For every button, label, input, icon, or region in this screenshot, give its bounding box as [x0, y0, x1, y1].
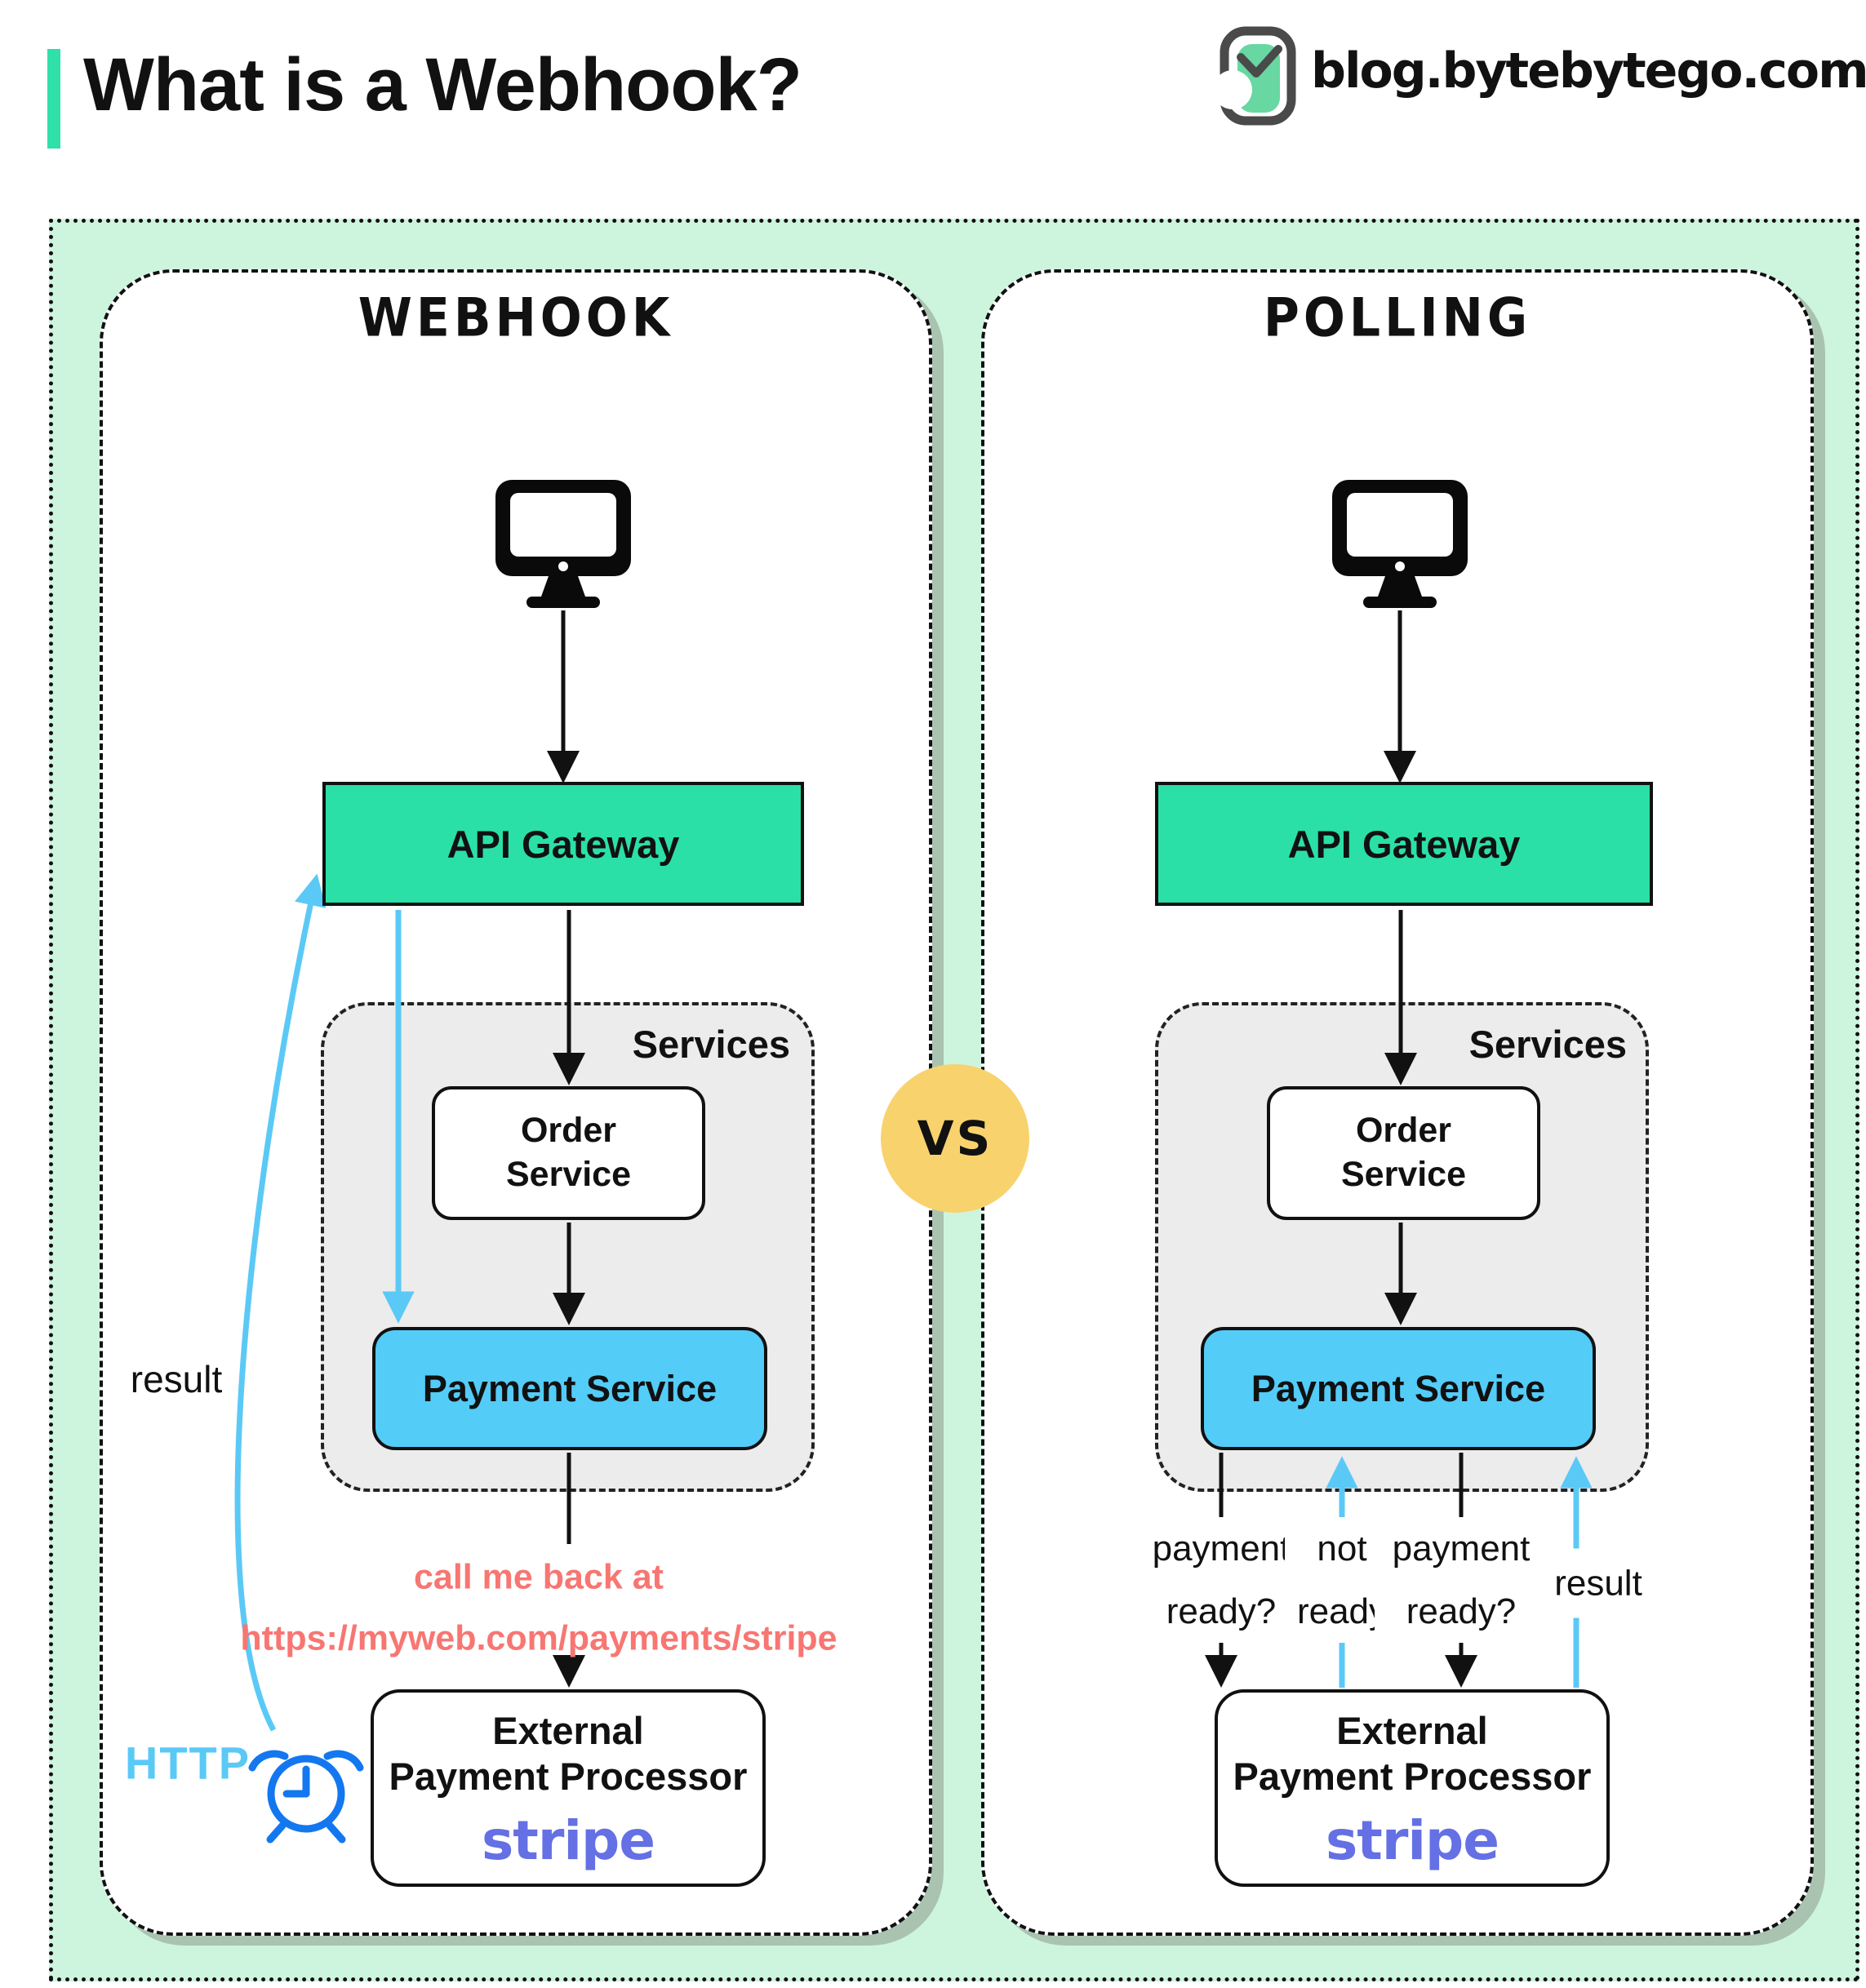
polling-query2-label: payment ready?: [1375, 1517, 1548, 1643]
webhook-api-gateway-label: API Gateway: [447, 822, 680, 866]
polling-query1-label: payment ready?: [1135, 1517, 1308, 1643]
polling-external-processor-node: External Payment Processor stripe: [1215, 1689, 1610, 1887]
polling-panel-title: Polling: [1263, 287, 1532, 349]
webhook-services-label: Services: [632, 1023, 790, 1066]
webhook-payment-service-label: Payment Service: [422, 1367, 718, 1409]
bytebytego-logo-icon: [1216, 26, 1296, 126]
vs-badge: VS: [881, 1064, 1029, 1213]
polling-payment-service-label: Payment Service: [1251, 1367, 1546, 1409]
callback-text-line1: call me back at: [414, 1557, 664, 1597]
webhook-result-label: result: [122, 1354, 231, 1404]
webhook-api-gateway-node: API Gateway: [322, 782, 804, 906]
polling-order-service-label: Order Service: [1340, 1111, 1467, 1194]
polling-api-gateway-node: API Gateway: [1155, 782, 1653, 906]
webhook-order-service-node: Order Service: [432, 1086, 705, 1220]
webhook-external-line2: Payment Processor: [389, 1755, 748, 1799]
polling-payment-service-node: Payment Service: [1201, 1327, 1596, 1450]
polling-result-label: result: [1548, 1548, 1649, 1618]
callback-text-line2: https://myweb.com/payments/stripe: [240, 1618, 837, 1658]
polling-services-label: Services: [1468, 1023, 1627, 1066]
title-accent-bar: [47, 49, 60, 149]
site-link: blog.bytebytego.com: [1311, 42, 1866, 100]
webhook-payment-service-node: Payment Service: [372, 1327, 767, 1450]
stripe-logo-text: stripe: [481, 1808, 655, 1872]
polling-order-service-node: Order Service: [1267, 1086, 1540, 1220]
vs-label: VS: [917, 1111, 993, 1166]
http-label: HTTP: [124, 1737, 251, 1789]
webhook-external-processor-node: External Payment Processor stripe: [371, 1689, 766, 1887]
polling-external-line2: Payment Processor: [1233, 1755, 1592, 1799]
page-title: What is a Webhook?: [83, 43, 802, 126]
webhook-order-service-label: Order Service: [505, 1111, 632, 1194]
polling-api-gateway-label: API Gateway: [1287, 822, 1521, 866]
stripe-logo-text: stripe: [1325, 1808, 1499, 1872]
webhook-panel-title: Webhook: [358, 287, 674, 349]
webhook-external-line1: External: [492, 1709, 644, 1753]
polling-external-line1: External: [1336, 1709, 1488, 1753]
